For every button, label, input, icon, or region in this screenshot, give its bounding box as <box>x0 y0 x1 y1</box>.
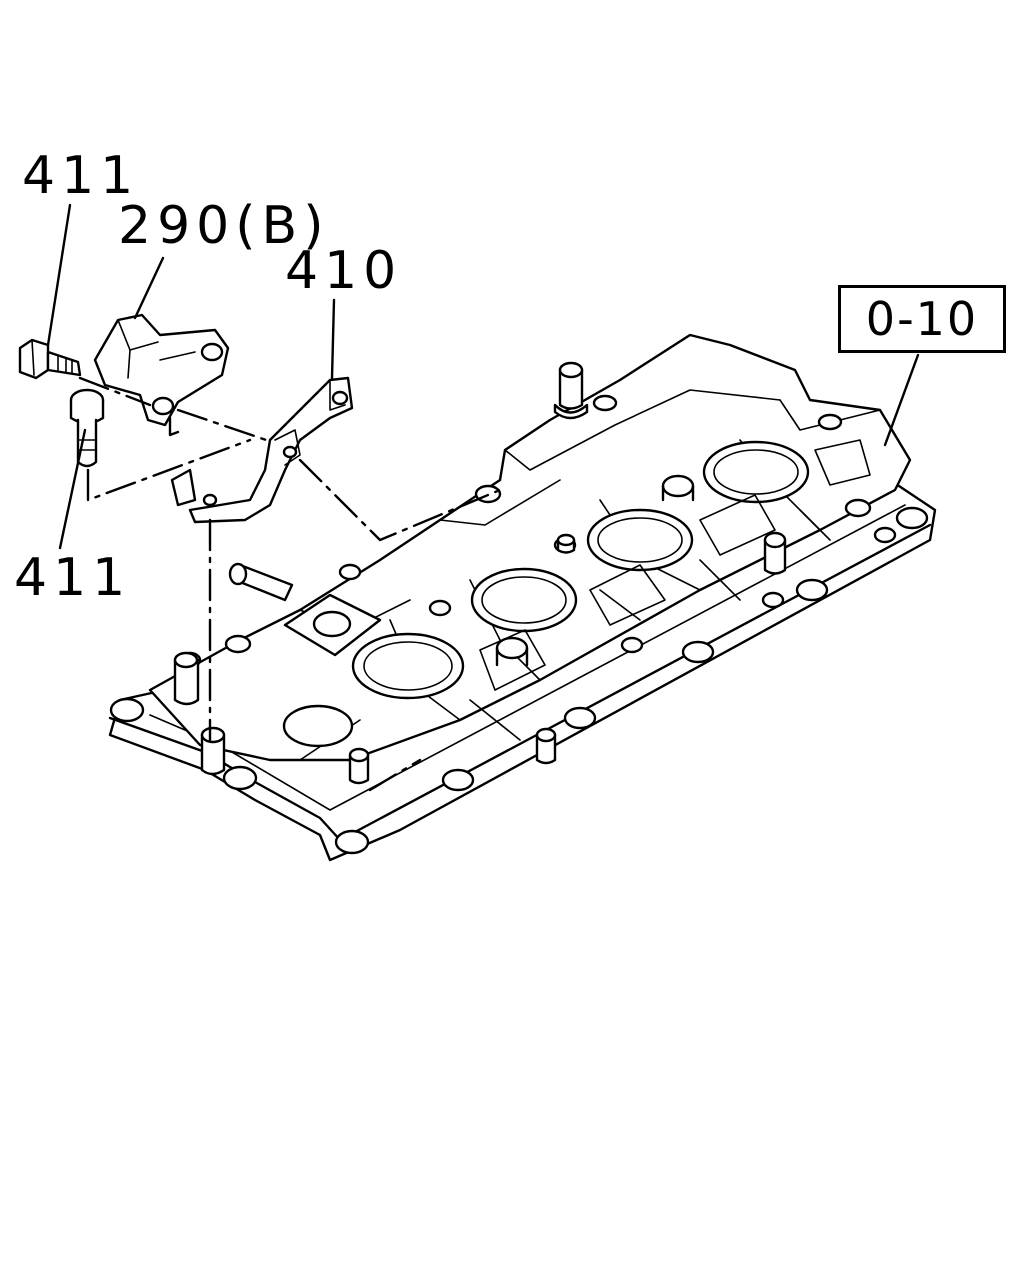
leader-lines <box>46 203 920 550</box>
stud-bolts <box>173 361 787 785</box>
callout-410: 410 <box>285 241 403 301</box>
reference-box: 0-10 <box>838 285 1006 353</box>
callout-411-upper: 411 <box>22 146 140 206</box>
bracket-410 <box>170 376 354 524</box>
callout-290b: 290(B) <box>118 196 330 256</box>
callout-411-lower: 411 <box>14 548 132 608</box>
sensor-290b <box>93 313 230 437</box>
cylinder-head-cover <box>108 333 937 862</box>
bolt-411-upper <box>18 338 82 380</box>
assembly-lines <box>78 376 502 792</box>
bolt-411-lower <box>69 388 105 468</box>
